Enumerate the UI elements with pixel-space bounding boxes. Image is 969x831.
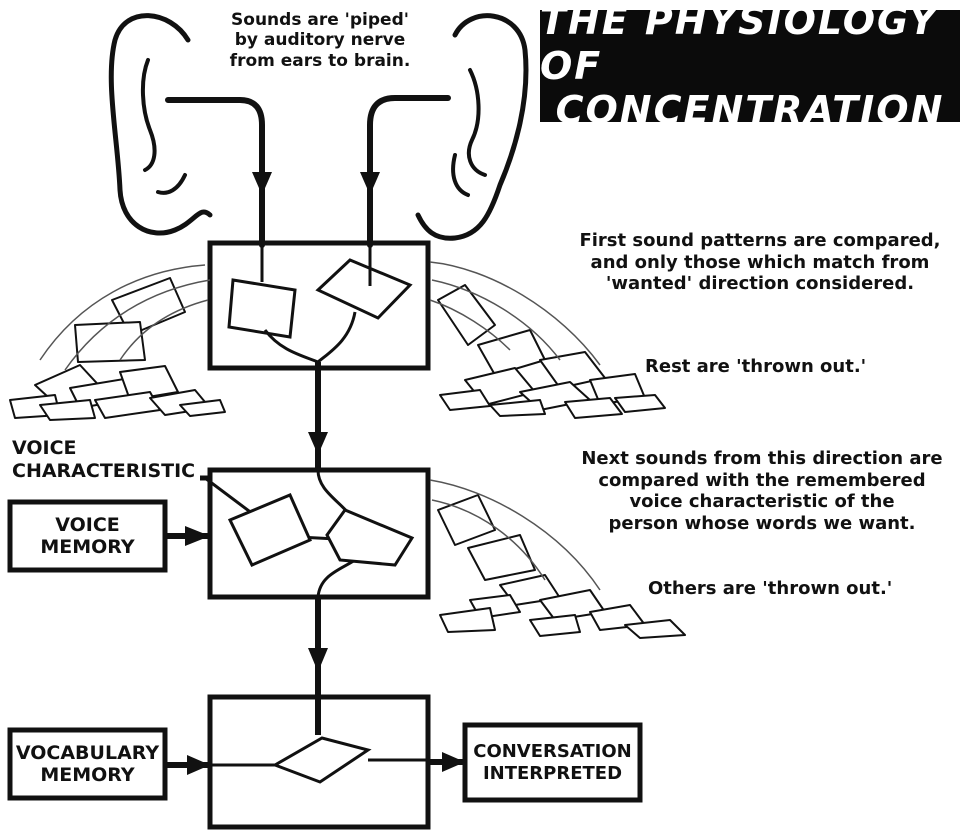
output-arrowhead (442, 752, 465, 772)
vocabulary-memory-label: VOCABULARY MEMORY (12, 732, 163, 796)
discarded-pile-right (437, 284, 666, 419)
vocabulary-memory-line-1: VOCABULARY (15, 741, 160, 764)
conversation-line-2: INTERPRETED (482, 762, 623, 784)
title-line-1: THE PHYSIOLOGY OF (540, 0, 939, 88)
title-banner: THE PHYSIOLOGY OF CONCENTRATION (540, 0, 960, 132)
auditory-nerve-pipes (165, 95, 451, 248)
first-compare-note: First sound patterns are compared, and o… (560, 230, 960, 295)
motion-lines-left (39, 264, 211, 371)
left-ear-arrowhead (252, 172, 272, 195)
motion-lines-voice (429, 479, 601, 591)
ear-caption-line-2: by auditory nerve (234, 30, 406, 51)
stage1-arrowhead (308, 432, 328, 455)
next-sounds-line-1: Next sounds from this direction are (581, 448, 943, 469)
ear-caption-line-3: from ears to brain. (229, 50, 411, 71)
rest-thrown-note: Rest are 'thrown out.' (645, 356, 867, 377)
voice-memory-line-1: VOICE (55, 513, 120, 536)
voice-characteristic-label: VOICE CHARACTERISTIC (12, 437, 195, 483)
right-ear-icon (415, 13, 529, 241)
title-line-2: CONCENTRATION (555, 88, 945, 133)
vocabulary-memory-line-2: MEMORY (40, 764, 135, 786)
interpretation-diamond (271, 736, 372, 784)
voice-characteristic-line-1: VOICE (12, 437, 77, 459)
next-sounds-line-2: compared with the remembered (598, 469, 926, 491)
ear-caption: Sounds are 'piped' by auditory nerve fro… (195, 10, 445, 71)
conversation-interpreted-box (462, 722, 643, 803)
conversation-line-1: CONVERSATION (473, 741, 632, 763)
left-ear-icon (108, 13, 213, 236)
first-compare-line-2: and only those which match from (590, 251, 930, 273)
voice-memory-arrowhead (185, 526, 210, 546)
vocabulary-memory-arrowhead (187, 755, 210, 775)
next-sounds-line-3: voice characteristic of the (629, 491, 895, 513)
voice-memory-label: VOICE MEMORY (12, 504, 163, 568)
motion-lines-right (429, 261, 601, 366)
voice-memory-line-2: MEMORY (40, 536, 135, 558)
voice-characteristic-line-2: CHARACTERISTIC (12, 459, 196, 482)
incoming-sound-cards (227, 258, 413, 339)
box1-merge-lines (260, 245, 372, 364)
ear-caption-line-1: Sounds are 'piped' (231, 10, 409, 30)
next-sounds-note: Next sounds from this direction are comp… (562, 448, 962, 534)
first-compare-line-3: 'wanted' direction considered. (605, 273, 915, 295)
next-sounds-line-4: person whose words we want. (608, 512, 916, 534)
first-compare-line-1: First sound patterns are compared, (579, 230, 941, 251)
right-ear-arrowhead (360, 172, 380, 195)
voice-sound-cards (227, 493, 415, 567)
others-thrown-note: Others are 'thrown out.' (648, 578, 893, 599)
discarded-pile-left (9, 277, 226, 421)
stage2-arrowhead (308, 648, 328, 672)
conversation-interpreted-label: CONVERSATION INTERPRETED (467, 727, 638, 798)
